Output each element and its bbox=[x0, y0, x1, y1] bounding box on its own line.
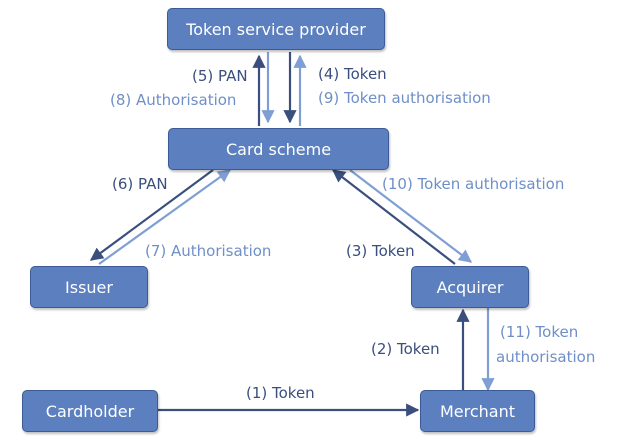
node-token-service-provider: Token service provider bbox=[167, 8, 385, 50]
node-cardholder: Cardholder bbox=[22, 390, 158, 432]
label-4-token: (4) Token bbox=[318, 65, 387, 83]
label-8-authorisation: (8) Authorisation bbox=[110, 91, 237, 109]
node-acquirer: Acquirer bbox=[411, 266, 529, 308]
node-issuer: Issuer bbox=[30, 266, 148, 308]
label-9-token-authorisation: (9) Token authorisation bbox=[318, 89, 491, 107]
label-5-pan: (5) PAN bbox=[192, 67, 248, 85]
label-1-token: (1) Token bbox=[246, 384, 315, 402]
label-7-authorisation: (7) Authorisation bbox=[145, 242, 272, 260]
node-merchant: Merchant bbox=[420, 390, 535, 432]
label-6-pan: (6) PAN bbox=[112, 175, 168, 193]
arrow-6-pan bbox=[89, 169, 214, 261]
label-2-token: (2) Token bbox=[371, 340, 440, 358]
label-10-token-authorisation: (10) Token authorisation bbox=[382, 175, 565, 193]
arrow-7-authorisation bbox=[98, 169, 232, 265]
label-11-token: (11) Token bbox=[500, 323, 579, 341]
arrow-10-token-authorisation bbox=[349, 169, 473, 263]
node-card-scheme: Card scheme bbox=[168, 128, 389, 170]
label-11-authorisation: authorisation bbox=[496, 348, 596, 366]
arrow-3-token bbox=[331, 169, 456, 265]
label-3-token: (3) Token bbox=[346, 242, 415, 260]
